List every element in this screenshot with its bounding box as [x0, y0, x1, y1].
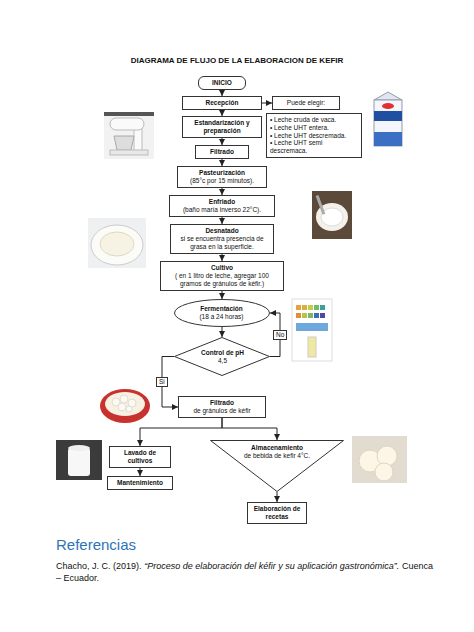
kefir-glass-photo [56, 440, 102, 480]
flow-arrow [222, 217, 223, 224]
node-text: • Leche UHT entera. [270, 124, 358, 132]
node-title: Filtrado [199, 148, 245, 156]
flow-arrow [262, 103, 272, 104]
node-title: INICIO [202, 79, 242, 87]
text-wrap: Control de pH4,5 [196, 349, 249, 365]
node-text: de gránulos de kéfir [182, 407, 262, 415]
process-box: Cultivo( en 1 litro de leche, agregar 10… [160, 261, 284, 291]
kefir-grains-photo [98, 378, 153, 426]
branch-label: Si [156, 377, 168, 387]
node-text: (18 a 24 horas) [187, 313, 256, 321]
text-wrap: Almacenamientode bebida de kefir 4°C. [237, 444, 317, 460]
flow-arrow [222, 138, 223, 145]
reference-entry: Chacho, J. C. (2019).“Proceso de elabora… [56, 560, 436, 584]
process-box: Mantenimiento [107, 476, 173, 490]
process-ellipse: Fermentación(18 a 24 horas) [174, 299, 270, 327]
citation-part: Chacho, J. C. (2019). [56, 561, 142, 571]
node-title: Elaboración de recetas [251, 505, 303, 521]
node-text: ( en 1 litro de leche, agregar 100 gramo… [164, 272, 280, 288]
flow-arrow [222, 188, 223, 195]
node-title: Cultivo [164, 264, 280, 272]
node-title: Desnatado [174, 227, 270, 235]
node-title: Recepción [186, 99, 258, 107]
storage-triangle: Almacenamientode bebida de kefir 4°C. [210, 440, 344, 492]
node-title: Control de pH [196, 349, 249, 357]
diamond-outline [174, 337, 270, 376]
flow-arrow [222, 291, 223, 299]
process-box: Enfriado(baño maría inverso 22°C). [169, 195, 275, 217]
text-wrap: Fermentación(18 a 24 horas) [187, 305, 256, 321]
branch-label: No [273, 330, 287, 340]
flow-arrow [222, 159, 223, 166]
node-title: Enfriado [173, 198, 271, 206]
process-box: Recepción [182, 96, 262, 110]
node-title: Filtrado [182, 399, 262, 407]
kefir-cheese-photo [352, 436, 407, 483]
process-box: Lavado de cultivos [109, 446, 171, 468]
process-box: Desnatadosi se encuentra presencia de gr… [170, 224, 274, 254]
ph-strip-photo [292, 299, 332, 361]
flow-arrow [222, 327, 223, 337]
node-text: si se encuentra presencia de grasa en la… [174, 235, 270, 251]
citation-part: “Proceso de elaboración del kéfir y su a… [144, 561, 399, 571]
node-title: Fermentación [187, 305, 256, 313]
cream-photo [88, 218, 146, 268]
process-box: Filtrado [195, 145, 249, 159]
flow-arrow [222, 254, 223, 261]
node-text: de bebida de kefir 4°C. [237, 452, 317, 460]
process-box: Estandarización y preparación [182, 116, 262, 138]
node-text: 4,5 [196, 357, 249, 365]
node-title: • Leche cruda de vaca. [270, 116, 358, 124]
process-box: • Leche cruda de vaca.• Leche UHT entera… [266, 113, 362, 158]
node-title: Almacenamiento [237, 444, 317, 452]
node-title: Mantenimiento [111, 479, 169, 487]
process-box: Filtradode gránulos de kéfir [178, 396, 266, 418]
process-box: Elaboración de recetas [247, 502, 307, 524]
mixer-photo [104, 112, 154, 159]
yogurt-photo [312, 191, 352, 239]
references-heading: Referencias [56, 536, 136, 554]
milk-carton-photo [368, 92, 408, 148]
flow-arrow [140, 468, 141, 476]
process-box: Pasteurización(85°c por 15 minutos). [177, 166, 267, 188]
node-text: (85°c por 15 minutos). [181, 177, 263, 185]
node-text: (baño maría inverso 22°C). [173, 206, 271, 214]
node-title: Pasteurización [181, 169, 263, 177]
node-text: • Leche UHT descremada. [270, 132, 358, 140]
node-text: • Leche UHT semi descremaca. [270, 139, 358, 155]
flow-arrow [140, 418, 222, 446]
node-title: Puede elegir: [276, 99, 336, 107]
process-box: Puede elegir: [272, 96, 340, 110]
diagram-title: DIAGRAMA DE FLUJO DE LA ELABORACION DE K… [0, 56, 474, 66]
references-title: Referencias [56, 536, 136, 553]
node-title: Estandarización y preparación [186, 119, 258, 135]
flow-arrow [222, 418, 277, 440]
flow-arrow [277, 492, 278, 502]
node-title: Lavado de cultivos [113, 449, 167, 465]
terminal-box: INICIO [198, 76, 246, 90]
decision-diamond: Control de pH4,5 [174, 337, 270, 376]
